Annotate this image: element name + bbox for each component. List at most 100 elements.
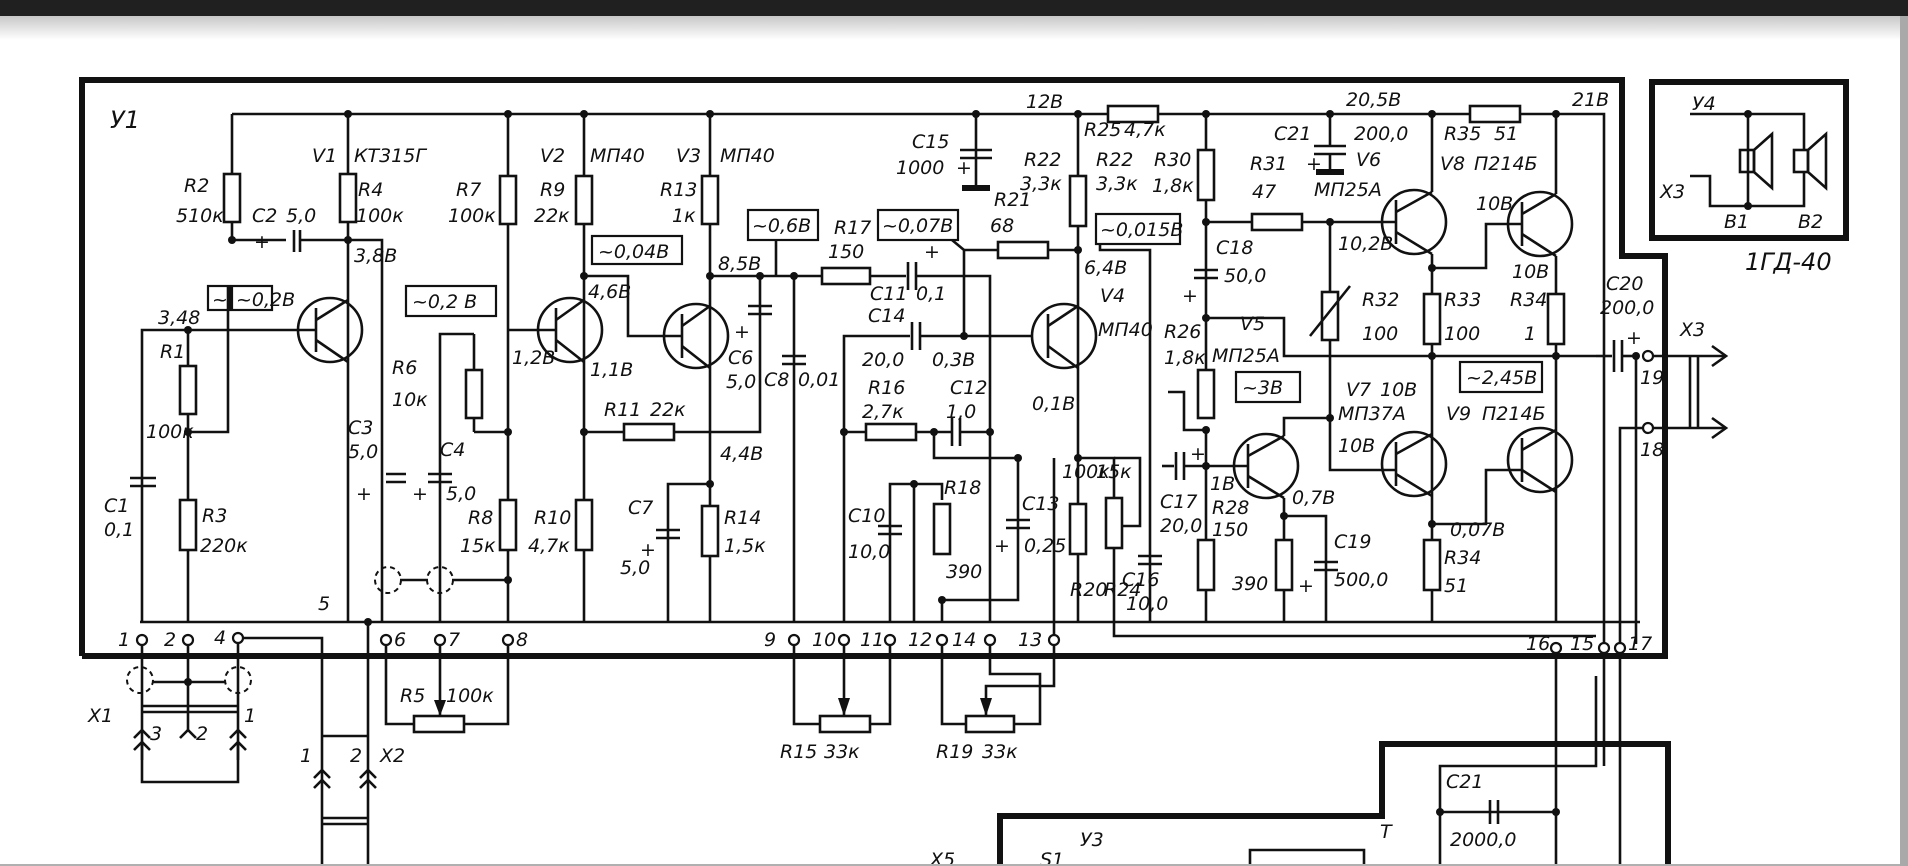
transistor-v4-icon bbox=[1030, 302, 1098, 370]
r34-label: R34 bbox=[1510, 289, 1547, 311]
resistor-r11 bbox=[622, 422, 676, 442]
r32-label: R33 bbox=[1444, 289, 1481, 311]
ac-level-v3-input: ~0,04В bbox=[598, 241, 669, 263]
transistor-collector bbox=[1395, 472, 1433, 498]
transistor-v5-icon bbox=[1232, 432, 1300, 500]
r8-value: 15к bbox=[460, 535, 496, 557]
r8-label: R8 bbox=[468, 507, 493, 529]
ac-level-box: ~2,45В bbox=[1458, 360, 1544, 394]
c11-value: 1,0 bbox=[946, 401, 976, 423]
r9-label: R9 bbox=[540, 179, 565, 201]
r19-wiper-arrow-icon bbox=[980, 698, 992, 716]
ac-level-box: ~0,6В bbox=[746, 208, 820, 276]
wire bbox=[464, 645, 510, 726]
resistor-r25 bbox=[1196, 538, 1216, 592]
x1-pin-2-label: 2 bbox=[196, 723, 208, 745]
r15-wiper-arrow-icon bbox=[838, 698, 850, 716]
resistor-r17 bbox=[864, 422, 918, 442]
transformer-t-label: Т bbox=[1380, 821, 1393, 843]
r13-label: R13 bbox=[660, 179, 697, 201]
v6-base-voltage: 10,2В bbox=[1338, 233, 1393, 255]
vertical-scrollbar[interactable] bbox=[1900, 16, 1908, 866]
c20-label: C21 bbox=[1274, 123, 1311, 145]
pin-13 bbox=[1047, 633, 1061, 647]
wire bbox=[1114, 456, 1142, 528]
v2-base-voltage: 1,2В bbox=[512, 347, 555, 369]
resistor-r7 bbox=[498, 174, 518, 226]
pin-12-label: 12 bbox=[908, 629, 932, 651]
c19-label: C20 bbox=[1606, 273, 1643, 295]
r31-label: R32 bbox=[1362, 289, 1399, 311]
wire bbox=[1432, 468, 1522, 526]
pin-6-label: 6 bbox=[394, 629, 406, 651]
r1-value: 100к bbox=[146, 421, 194, 443]
speaker-b1-label: В1 bbox=[1724, 211, 1749, 233]
resistor-r18 bbox=[932, 502, 952, 556]
x1-pin-1-label: 1 bbox=[244, 705, 256, 727]
r34-value: 1 bbox=[1524, 323, 1536, 345]
junction-dot bbox=[840, 428, 848, 436]
v8-ref-label: V8 bbox=[1440, 153, 1465, 175]
r33-value: 51 bbox=[1444, 575, 1468, 597]
wire bbox=[1690, 112, 1806, 150]
junction-dot bbox=[986, 428, 994, 436]
r5-wiper-arrow-icon bbox=[434, 700, 446, 716]
pin-12 bbox=[935, 633, 949, 647]
v8-type-label: П214Б bbox=[1474, 153, 1538, 175]
c7-plus: + bbox=[640, 539, 656, 561]
c15-label: C16 bbox=[1122, 569, 1159, 591]
c21-value: 2000,0 bbox=[1450, 829, 1516, 851]
junction-dot bbox=[1552, 352, 1560, 360]
r19-label: R19 bbox=[936, 741, 973, 763]
v3-type-label: МП40 bbox=[720, 145, 775, 167]
resistor-r26 bbox=[1106, 104, 1160, 124]
v1-type-label: КТ315Г bbox=[354, 145, 427, 167]
c3-plus: + bbox=[356, 483, 372, 505]
resistor-r13 bbox=[700, 174, 720, 226]
v4-base-voltage: 0,3В bbox=[932, 349, 975, 371]
wire bbox=[1206, 316, 1596, 358]
r3-label: R3 bbox=[202, 505, 227, 527]
transistor-collector bbox=[1395, 190, 1433, 214]
transistor-v9-icon bbox=[1506, 426, 1574, 494]
r30-value: 47 bbox=[1252, 181, 1276, 203]
speaker-model-label: 1ГД-40 bbox=[1745, 248, 1832, 276]
c1-label: C1 bbox=[104, 495, 129, 517]
rail-21v-label: 21В bbox=[1572, 89, 1609, 111]
v5-base-voltage: 1В bbox=[1210, 473, 1235, 495]
junction-dot bbox=[938, 596, 946, 604]
v1-collector-voltage: 3,8В bbox=[354, 245, 397, 267]
r16-label: R17 bbox=[834, 217, 871, 239]
pin-2-label: 2 bbox=[164, 629, 176, 651]
speaker-connector-x3-label: Х3 bbox=[1659, 181, 1685, 203]
ac-level-v4-input: ~0,07В bbox=[882, 215, 953, 237]
resistor-r33 bbox=[1422, 538, 1442, 592]
v1-ref-label: V1 bbox=[312, 145, 337, 167]
r3-value: 220к bbox=[200, 535, 248, 557]
r1-label: R1 bbox=[160, 341, 185, 363]
wire bbox=[1282, 416, 1330, 436]
v9-ref-label: V9 bbox=[1446, 403, 1471, 425]
c12-label: C13 bbox=[1022, 493, 1059, 515]
c15-value: 10,0 bbox=[1126, 593, 1168, 615]
speaker-b2-label: В2 bbox=[1798, 211, 1823, 233]
r18-label: R18 bbox=[944, 477, 981, 499]
connector-x1-label: Х1 bbox=[87, 705, 113, 727]
transistor-collector bbox=[555, 298, 585, 322]
ac-level-v5: ~3В bbox=[1242, 377, 1283, 399]
c4-value: 5,0 bbox=[446, 483, 476, 505]
junction-dot bbox=[184, 428, 192, 436]
pin-17-label: 17 bbox=[1628, 633, 1652, 655]
r14-value: 1,5к bbox=[724, 535, 766, 557]
horizontal-scrollbar[interactable] bbox=[0, 864, 1900, 866]
pin-19 bbox=[1641, 349, 1655, 363]
resistor-r34 bbox=[1546, 292, 1566, 346]
pin-11-label: 11 bbox=[860, 629, 884, 651]
r5-label: R5 bbox=[400, 685, 425, 707]
r15-value: 33к bbox=[824, 741, 860, 763]
pin-row: 1 2 4 6 7 8 9 10 11 12 14 13 16 15 17 bbox=[118, 627, 1652, 655]
pin-1-label: 1 bbox=[118, 629, 130, 651]
v2-emitter-voltage: 1,1В bbox=[590, 359, 633, 381]
resistor-r10 bbox=[574, 498, 594, 552]
c13-label: C14 bbox=[868, 305, 905, 327]
